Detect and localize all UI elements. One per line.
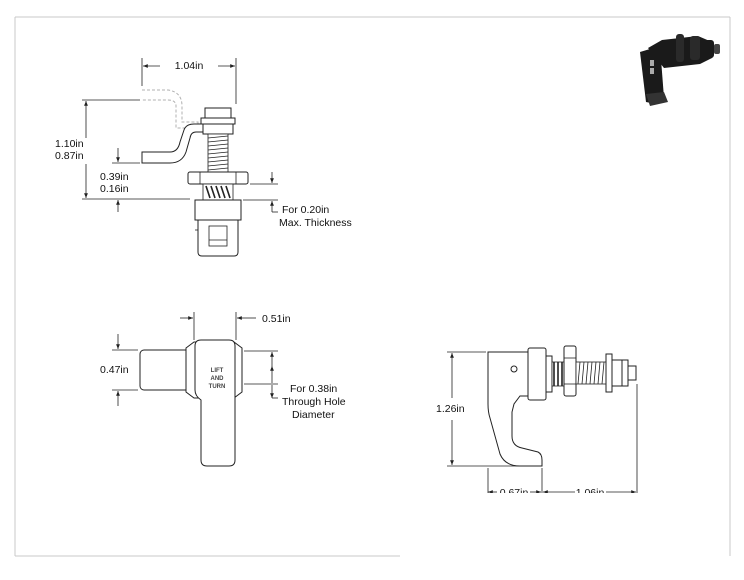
dim-front-height [112,334,138,406]
dim-front-width [180,312,256,340]
label-top-height-max: 1.10in [55,138,84,150]
housing [194,199,242,221]
top-nut [204,107,232,119]
dim-through-hole [244,350,278,399]
front-view: LIFT AND TURN 0.51in 0.47in [100,312,346,467]
threaded-stud [207,133,229,173]
dim-side-height [447,351,520,467]
label-hole-note-2: Through Hole [282,396,346,408]
handle-text-lift: LIFT [211,368,224,374]
label-panel-note-1: For 0.20in [282,204,329,216]
label-top-grip-min: 0.16in [100,183,129,195]
plan-handle [487,351,543,467]
front-handle [194,339,236,467]
dim-top-grip [112,148,140,212]
label-front-width: 0.51in [262,313,291,325]
side-elevation-view: 1.04in 1.10in 0.87in 0.39in 0.16in For 0… [55,58,352,257]
dim-top-height [82,99,190,200]
label-top-grip-max: 0.39in [100,171,129,183]
label-top-height-min: 0.87in [55,150,84,162]
handle-text-turn: TURN [209,384,226,390]
hex-nut [187,171,249,185]
label-hole-note-1: For 0.38in [290,383,337,395]
label-hole-note-3: Diameter [292,409,335,421]
spring [202,183,234,201]
plan-view: 1.26in 0.67in 1.06in [436,345,670,505]
label-top-width: 1.04in [175,60,204,72]
label-panel-note-2: Max. Thickness [279,217,352,229]
handle-arm [141,123,206,164]
dim-top-width [141,58,237,104]
sheet-frame [14,16,731,557]
handle-text-and: AND [211,376,225,382]
dim-panel-thickness [243,172,278,213]
cam-latch-iso-icon [640,34,720,106]
phantom-handle [142,89,199,129]
label-side-height: 1.26in [436,403,465,415]
label-front-height: 0.47in [100,364,129,376]
plan-spring [551,361,565,387]
plan-threads [575,361,607,385]
plan-handle-pin [510,365,518,373]
